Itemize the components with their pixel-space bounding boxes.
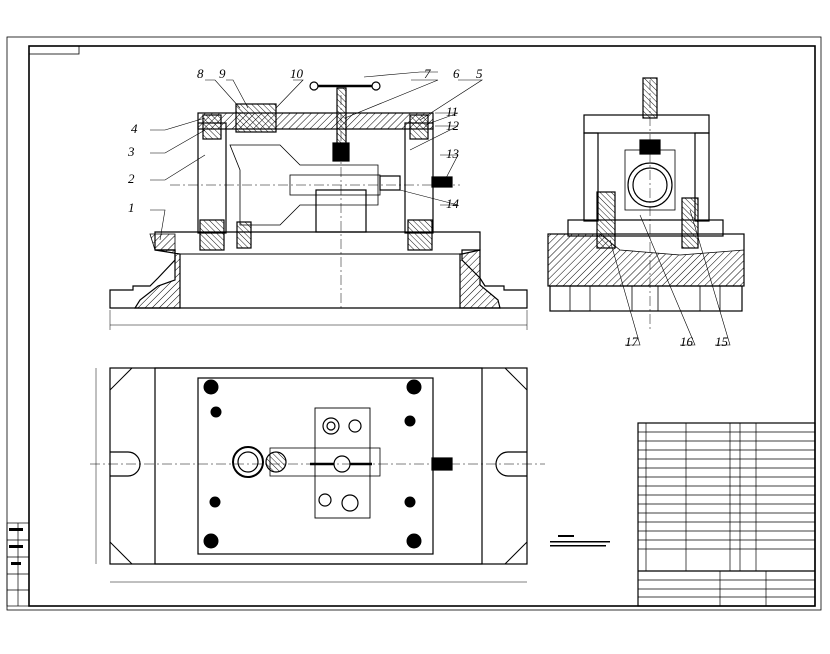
callout-14: 14 xyxy=(446,196,460,211)
callout-15: 15 xyxy=(715,334,729,349)
top-view xyxy=(90,367,545,583)
callout-17: 17 xyxy=(625,334,639,349)
revision-strip xyxy=(6,522,30,607)
callout-7: 7 xyxy=(424,66,431,81)
callout-11: 11 xyxy=(446,104,458,119)
side-view xyxy=(547,77,745,330)
callout-9: 9 xyxy=(219,66,226,81)
callout-labels: 8 9 10 7 6 5 4 3 2 1 11 12 13 14 15 16 1… xyxy=(127,66,729,349)
parts-list-table xyxy=(637,422,816,607)
callout-10: 10 xyxy=(290,66,304,81)
technical-notes xyxy=(550,535,610,547)
callout-12: 12 xyxy=(446,118,460,133)
callout-2: 2 xyxy=(128,171,135,186)
callout-13: 13 xyxy=(446,146,460,161)
front-view xyxy=(109,81,528,330)
callout-5: 5 xyxy=(476,66,483,81)
callout-1: 1 xyxy=(128,200,135,215)
callout-leaders xyxy=(150,71,731,346)
drawing-frame xyxy=(6,36,822,611)
callout-16: 16 xyxy=(680,334,694,349)
callout-4: 4 xyxy=(131,121,138,136)
callout-3: 3 xyxy=(127,144,135,159)
callout-8: 8 xyxy=(197,66,204,81)
callout-6: 6 xyxy=(453,66,460,81)
